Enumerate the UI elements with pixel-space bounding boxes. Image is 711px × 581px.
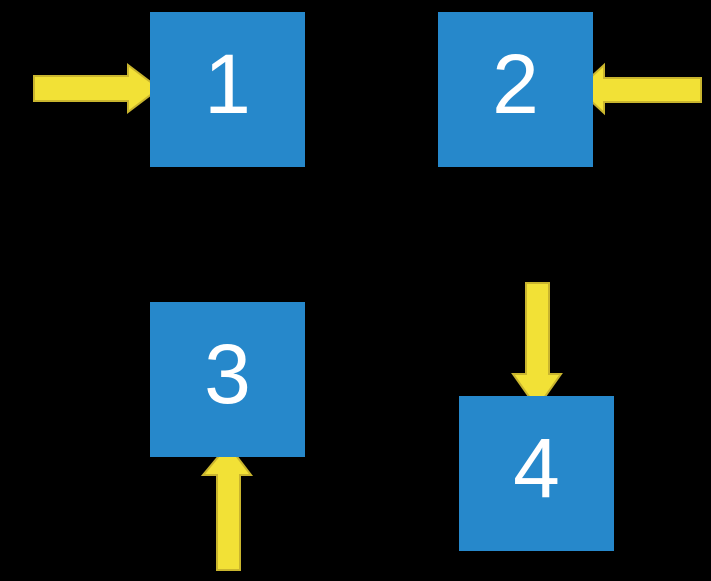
box-1: 1 [150,12,305,167]
box-3-label: 3 [204,326,251,421]
box-3: 3 [150,302,305,457]
arrow-pointing-down-icon [511,282,563,410]
box-1-label: 1 [204,36,251,131]
box-4-label: 4 [513,420,560,515]
arrow-pointing-right-icon [33,62,161,115]
box-2-label: 2 [492,36,539,131]
box-2: 2 [438,12,593,167]
box-4: 4 [459,396,614,551]
arrow-pointing-left-icon [576,62,702,116]
arrow-pointing-up-icon [200,443,254,571]
